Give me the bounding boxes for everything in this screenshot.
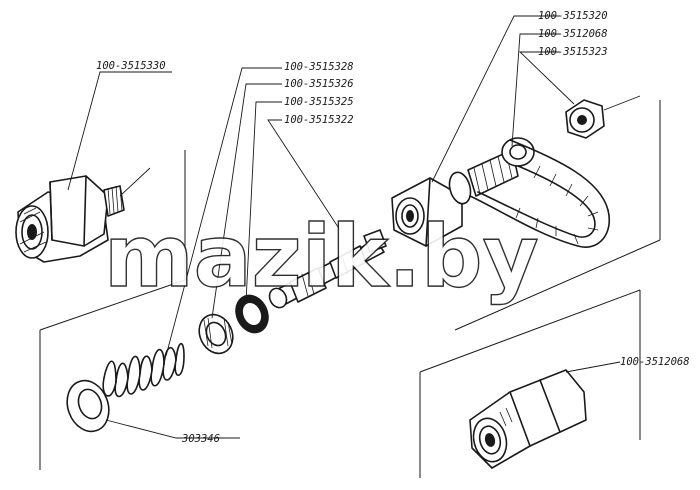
washer-part (66, 379, 110, 433)
label-spring-top: 100-3515328 (284, 61, 354, 73)
fitting-adapter-part (15, 175, 125, 263)
label-coupling-nut-top: 100-3512068 (538, 28, 608, 40)
label-coupling-assembly: 100-3515320 (538, 10, 608, 22)
spring-part (102, 342, 185, 398)
label-ring-1: 100-3515326 (284, 78, 354, 90)
valve-stem-part (268, 229, 387, 309)
coupling-assembly-part (391, 137, 611, 248)
ring-part-2 (235, 294, 269, 334)
label-ring-2: 100-3515325 (284, 96, 354, 108)
label-coupling-nut-bottom: 100-3512068 (620, 356, 690, 368)
label-fitting-adapter: 100-3515330 (96, 60, 166, 72)
ring-part-1 (198, 313, 234, 355)
label-washer: 303346 (181, 433, 220, 445)
leader-lines (67, 15, 641, 439)
label-small-nut: 100-3515323 (538, 46, 608, 58)
label-valve-stem: 100-3515322 (284, 114, 354, 126)
watermark-text: mazik.by (104, 207, 539, 307)
assembly-frame-lines (39, 100, 661, 478)
coupling-nut-bottom-part (469, 369, 587, 469)
small-nut-part (565, 99, 605, 139)
